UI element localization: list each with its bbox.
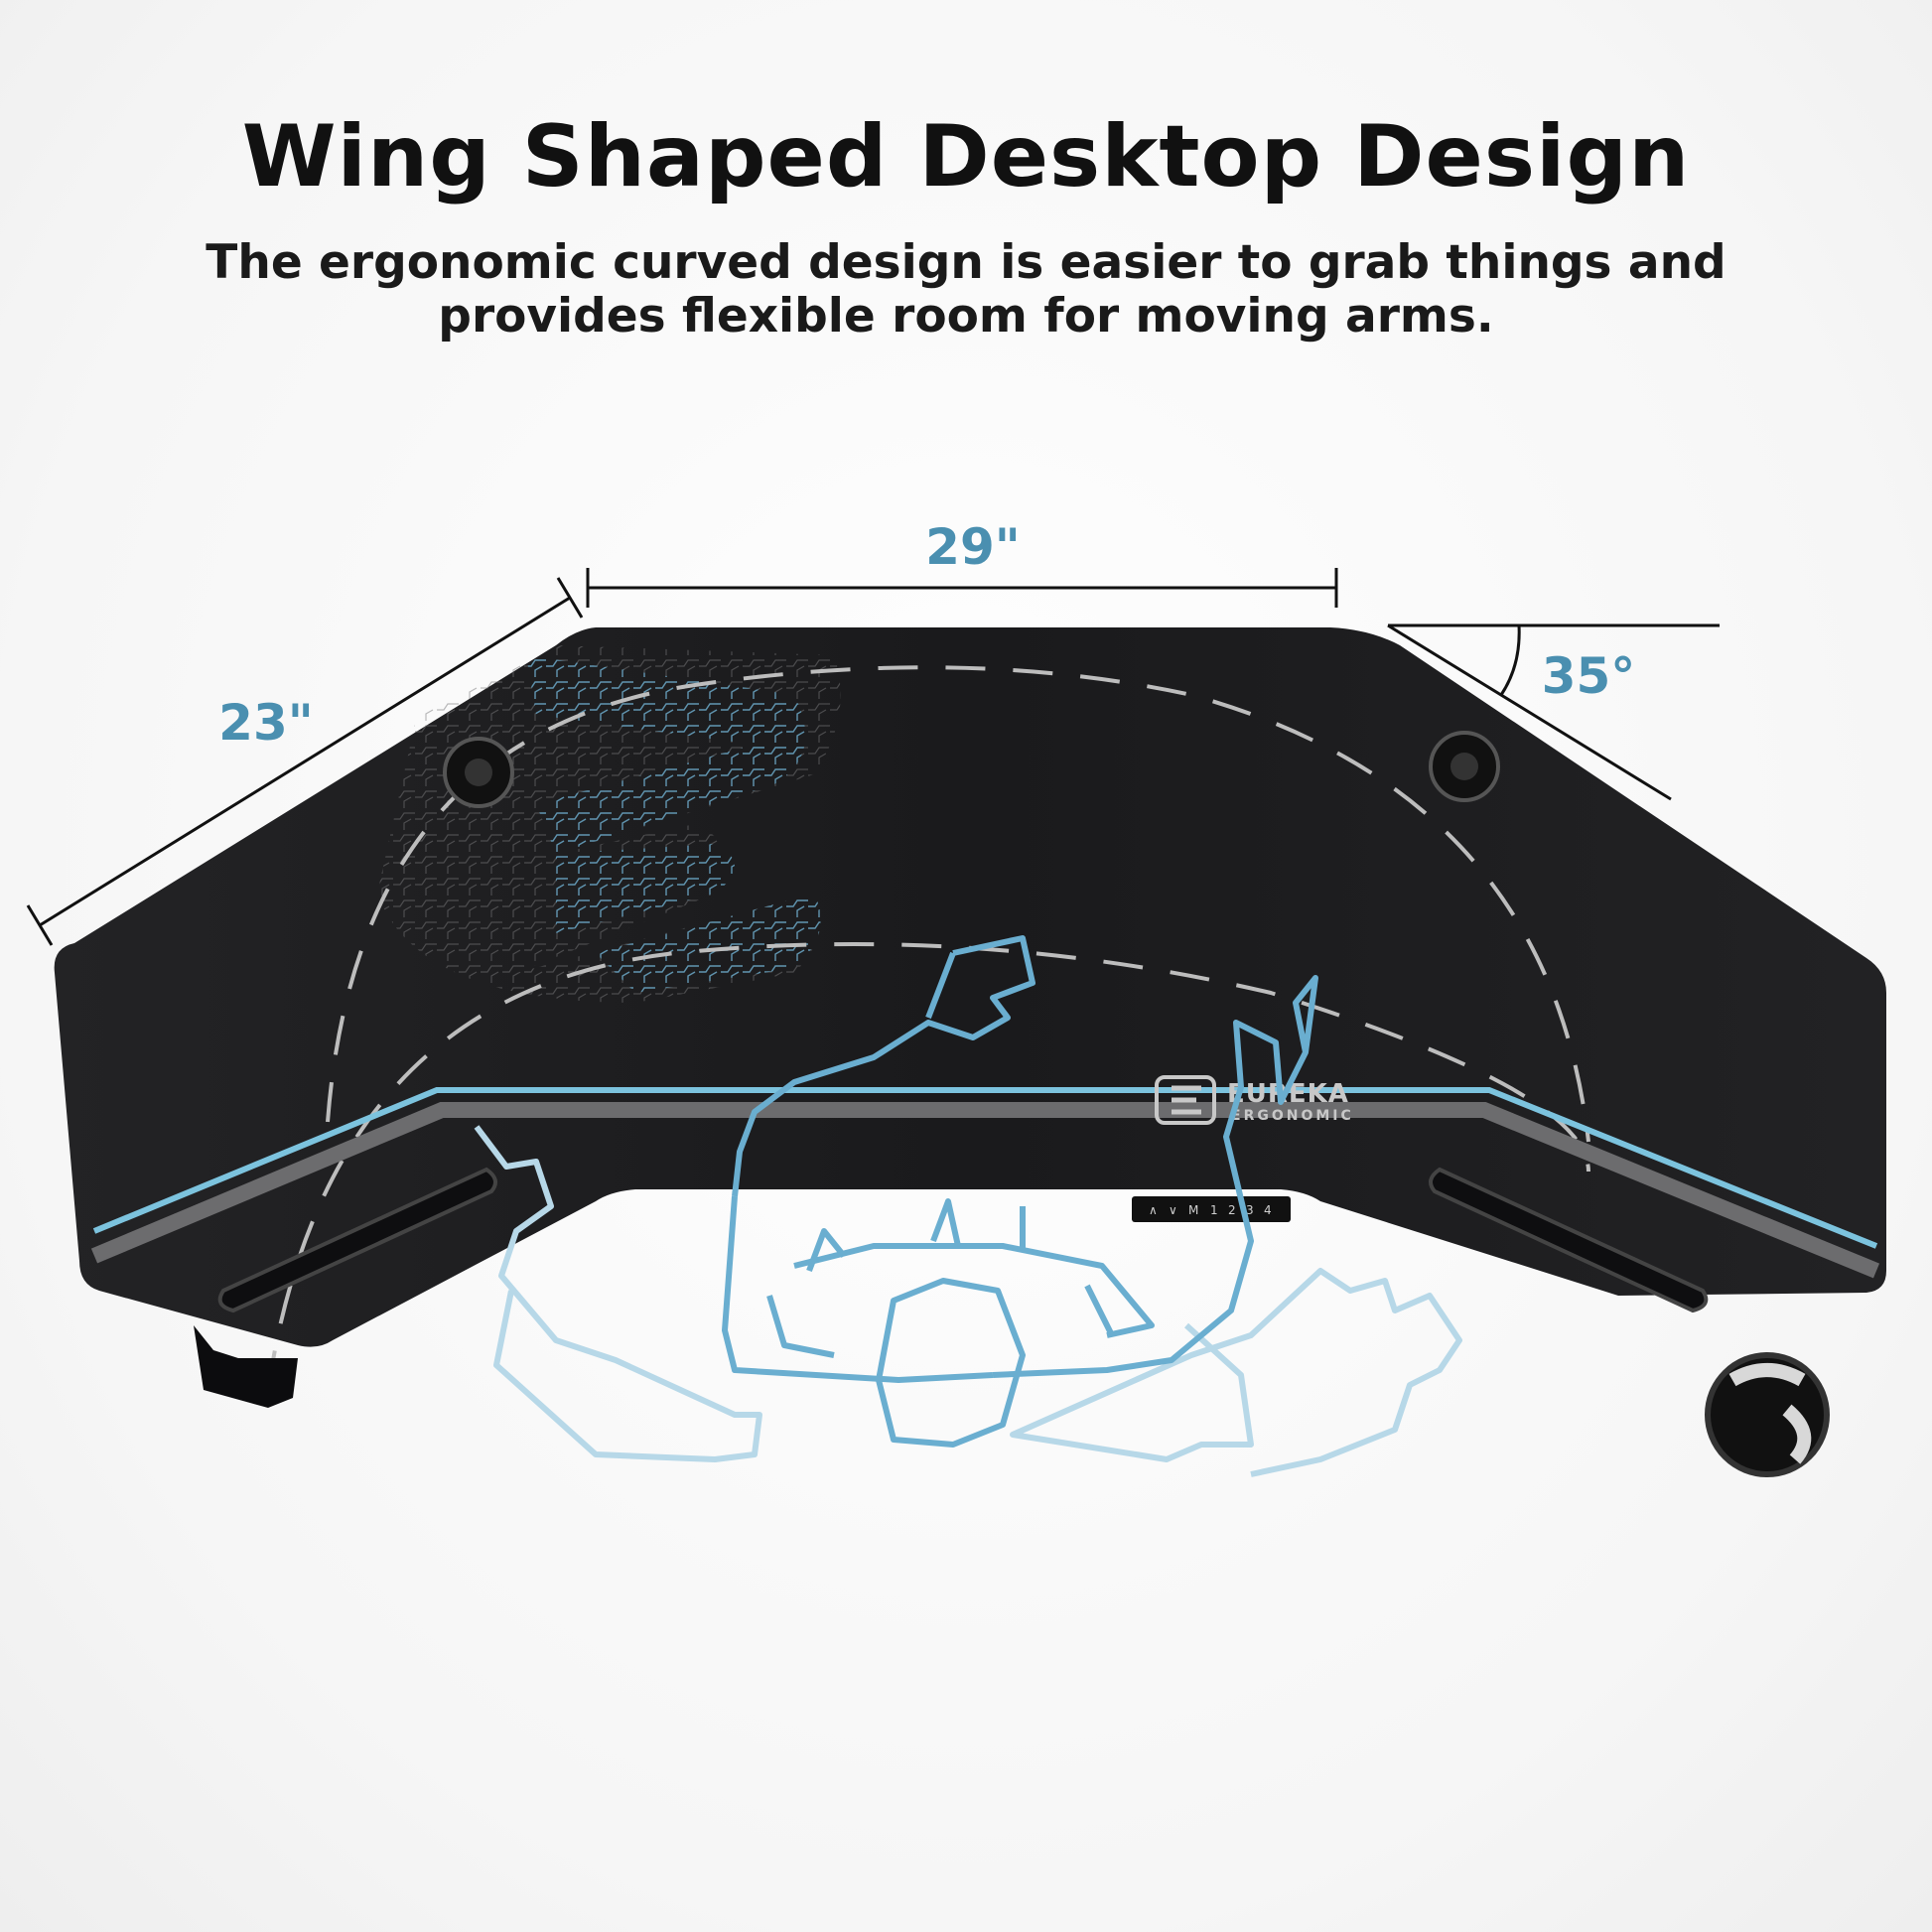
dimension-wing-depth	[26, 577, 584, 946]
desktop-surface	[54, 627, 1887, 1347]
user-arms-faded	[474, 1125, 1462, 1477]
control-button-memory: M	[1188, 1203, 1198, 1217]
control-button-1: 1	[1210, 1203, 1218, 1217]
control-button-4: 4	[1264, 1203, 1272, 1217]
user-figure	[722, 935, 1318, 1448]
right-monitor-clamp	[1429, 731, 1500, 802]
brand-subtitle: ERGONOMIC	[1231, 1108, 1354, 1124]
subtitle-line-1: The ergonomic curved design is easier to…	[206, 235, 1726, 290]
control-button-2: 2	[1228, 1203, 1236, 1217]
page-title: Wing Shaped Desktop Design	[241, 107, 1691, 207]
left-cable-slot	[217, 1167, 497, 1313]
control-panel: ∧ ∨ M 1 2 3 4	[1132, 1196, 1291, 1222]
inner-reach-arc	[266, 942, 1590, 1391]
e-logo-pattern	[377, 645, 841, 1003]
wing-depth-label: 23"	[218, 694, 314, 752]
subtitle-line-2: provides flexible room for moving arms.	[438, 289, 1494, 344]
blue-stripe	[92, 1087, 1878, 1249]
left-monitor-clamp	[443, 737, 514, 808]
control-button-3: 3	[1246, 1203, 1254, 1217]
cup-holder	[1705, 1352, 1830, 1477]
page-subtitle: The ergonomic curved design is easier to…	[0, 236, 1932, 344]
top-width-label: 29"	[925, 518, 1021, 576]
dimension-wing-angle	[1387, 623, 1720, 801]
outer-reach-arc	[326, 665, 1590, 1143]
headphone-hook	[194, 1325, 298, 1408]
wing-angle-label: 35°	[1542, 647, 1636, 705]
right-cable-slot	[1429, 1167, 1709, 1313]
dimension-top-width	[586, 568, 1338, 608]
gray-stripe	[90, 1102, 1880, 1279]
control-button-up: ∧	[1149, 1203, 1158, 1217]
brand-logo: EUREKA ERGONOMIC	[1155, 1075, 1354, 1125]
control-button-down: ∨	[1169, 1203, 1177, 1217]
